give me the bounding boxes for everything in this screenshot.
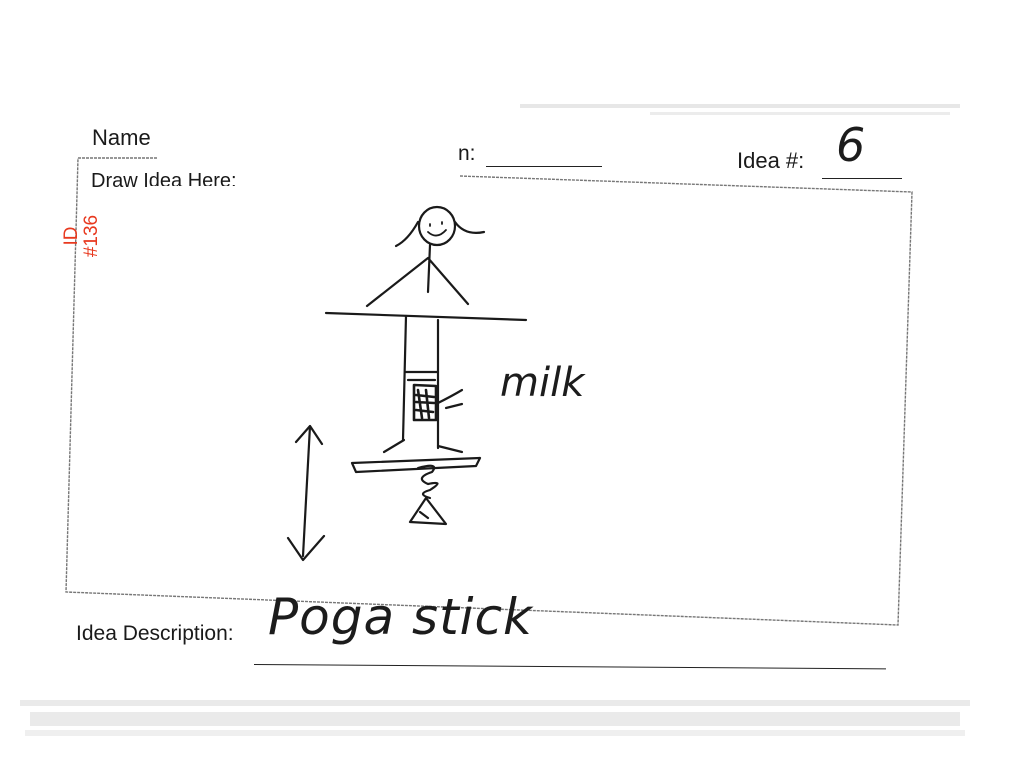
idea-number-label: Idea #: — [737, 148, 805, 173]
milk-annotation: milk — [500, 360, 585, 406]
pogo-shaft — [401, 314, 440, 450]
idea-number-line — [822, 178, 902, 179]
idea-number-value: 6 — [836, 118, 866, 172]
figure-head — [417, 205, 457, 247]
id-stamp-value: #136 — [81, 214, 102, 258]
pogo-tip — [408, 496, 448, 526]
session-label: n: — [458, 142, 476, 165]
redaction-patch — [158, 110, 460, 182]
session-line — [486, 166, 602, 167]
foot-peg-struts — [382, 438, 464, 454]
figure-body — [365, 243, 470, 308]
description-value: Poga stick — [268, 588, 534, 646]
spring — [416, 464, 439, 500]
handle-bar — [324, 311, 528, 322]
milk-pointer — [434, 388, 464, 410]
bottom-bleed-text — [20, 700, 970, 736]
figure-hair-left — [394, 220, 420, 248]
shaft-band — [404, 370, 440, 382]
bounce-arrow — [286, 424, 326, 562]
milk-carton — [412, 383, 438, 422]
figure-face — [427, 221, 447, 237]
id-stamp: ID #136 — [52, 206, 112, 266]
pogo-stick-sketch — [286, 205, 528, 562]
top-bleed-text — [520, 104, 960, 115]
foot-pegs — [350, 456, 482, 474]
figure-hair-right — [453, 220, 486, 234]
redaction-patch-small — [150, 186, 280, 198]
description-label: Idea Description: — [76, 622, 234, 645]
id-stamp-label: ID — [61, 226, 82, 246]
name-label: Name — [92, 125, 151, 150]
drawing-box-border — [65, 157, 913, 626]
